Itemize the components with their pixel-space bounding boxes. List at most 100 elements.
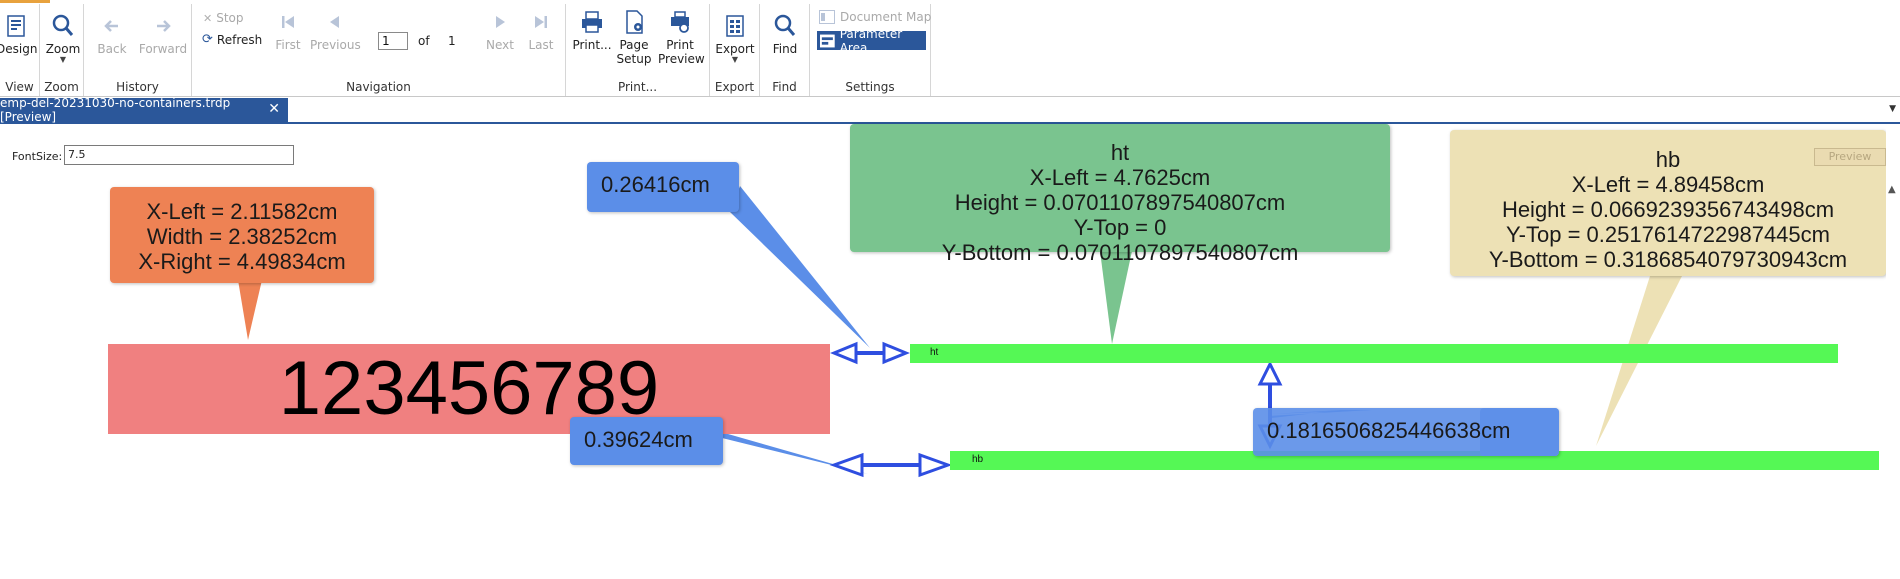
back-button[interactable]: Back (96, 12, 128, 56)
group-history-label: History (116, 80, 159, 94)
hb-bar (950, 451, 1879, 470)
preview-button[interactable]: Preview (1814, 148, 1886, 166)
tab-overflow-icon[interactable]: ▼ (1889, 104, 1896, 114)
page-total: 1 (448, 34, 456, 48)
next-page-button[interactable]: Next (484, 8, 516, 52)
tan-line-5: Y-Bottom = 0.3186854079730943cm (1488, 247, 1848, 272)
group-find: Find Find (760, 4, 810, 96)
ribbon: Design View Zoom ▼ Zoom Back (0, 0, 1900, 97)
stop-button[interactable]: ✕ Stop (203, 11, 244, 25)
ribbon-tab-indicator (0, 0, 50, 3)
vertical-scrollbar[interactable]: ▲ (1886, 126, 1900, 579)
parameter-area-button[interactable]: Parameter Area (817, 27, 926, 55)
green-bubble-tail (1100, 251, 1132, 344)
page-setup-icon (626, 10, 643, 34)
group-view: Design View (0, 4, 40, 96)
ht-bar-label: ht (930, 347, 939, 358)
first-page-icon (282, 16, 294, 28)
last-page-button[interactable]: Last (525, 8, 557, 52)
previous-page-button[interactable]: Previous (310, 8, 361, 52)
stop-label: Stop (216, 11, 244, 25)
tan-line-2: X-Left = 4.89458cm (1571, 172, 1765, 197)
first-label: First (275, 38, 301, 52)
stop-icon: ✕ (203, 11, 213, 25)
next-label: Next (486, 38, 514, 52)
export-button[interactable]: Export ▼ (714, 12, 756, 64)
group-export-label: Export (714, 80, 755, 94)
document-map-icon (819, 10, 835, 24)
zoom-button[interactable]: Zoom ▼ (44, 12, 82, 64)
find-button[interactable]: Find (766, 12, 804, 56)
page-setup-button[interactable]: Page Setup (616, 8, 652, 66)
zoom-label: Zoom (45, 42, 81, 56)
hb-bar-label: hb (972, 454, 984, 465)
group-print-label: Print... (617, 80, 658, 94)
tan-line-4: Y-Top = 0.2517614722987445cm (1506, 222, 1830, 247)
design-label: Design (0, 42, 38, 56)
group-settings-label: Settings (845, 80, 895, 94)
fontsize-label: FontSize: (12, 150, 63, 163)
back-label: Back (97, 42, 127, 56)
parameter-area-label: Parameter Area (839, 26, 903, 55)
next-page-icon (496, 16, 505, 28)
orange-line-2: Width = 2.38252cm (146, 224, 338, 249)
group-navigation: Navigation (192, 4, 566, 96)
refresh-label: Refresh (216, 32, 263, 47)
print-preview-button[interactable]: Print Preview (658, 8, 705, 66)
group-zoom-label: Zoom (44, 80, 79, 94)
last-label: Last (528, 38, 554, 52)
blue-bottom-tail (700, 426, 868, 474)
ht-bar (910, 344, 1838, 363)
group-find-label: Find (772, 80, 797, 94)
export-icon (726, 15, 744, 37)
close-icon[interactable]: ✕ (268, 101, 280, 117)
group-history: Back Forward History (84, 4, 192, 96)
page-number-input[interactable]: 1 (378, 32, 408, 50)
arrow-left-icon (104, 20, 118, 32)
document-tab-title: emp-del-20231030-no-containers.trdp [Pre… (0, 96, 231, 124)
green-line-5: Y-Bottom = 0.0701107897540807cm (941, 240, 1299, 265)
arrow-hb-gap (829, 452, 953, 478)
group-zoom: Zoom ▼ Zoom (40, 4, 84, 96)
group-settings: Settings (810, 4, 931, 96)
parameter-area-icon (820, 34, 835, 47)
refresh-icon: ⟳ (202, 32, 213, 47)
green-line-3: Height = 0.0701107897540807cm (954, 190, 1286, 215)
orange-bubble-tail (238, 280, 262, 340)
document-tab[interactable]: emp-del-20231030-no-containers.trdp [Pre… (0, 96, 288, 124)
green-line-2: X-Left = 4.7625cm (1029, 165, 1211, 190)
scroll-up-icon[interactable]: ▲ (1888, 184, 1896, 195)
green-callout: ht X-Left = 4.7625cm Height = 0.07011078… (850, 124, 1390, 265)
print-button[interactable]: Print... (570, 8, 614, 52)
print-preview-label-1: Print (666, 38, 694, 52)
refresh-button[interactable]: ⟳ Refresh (202, 32, 262, 47)
page-of-label: of (418, 34, 430, 48)
green-line-1: ht (1110, 140, 1130, 165)
forward-button[interactable]: Forward (138, 12, 188, 56)
export-label: Export (715, 42, 755, 56)
print-preview-icon (671, 11, 689, 33)
design-button[interactable]: Design (0, 12, 38, 56)
document-map-button[interactable]: Document Map (819, 10, 931, 24)
previous-page-icon (330, 16, 339, 28)
blue-top-tail (730, 186, 870, 348)
group-export: Export ▼ Export (710, 4, 760, 96)
design-icon (7, 15, 25, 37)
tan-callout: hb X-Left = 4.89458cm Height = 0.0669239… (1450, 130, 1886, 276)
green-line-4: Y-Top = 0 (1073, 215, 1167, 240)
last-page-icon (535, 16, 547, 28)
tan-line-1: hb (1655, 147, 1681, 172)
blue-callout-top: 0.26416cm (587, 162, 739, 212)
fontsize-input[interactable]: 7.5 (64, 145, 294, 165)
first-page-button[interactable]: First (272, 8, 304, 52)
forward-label: Forward (138, 42, 188, 56)
page-setup-label-1: Page (619, 38, 649, 52)
page-setup-label-2: Setup (616, 52, 652, 66)
report-preview-area: FontSize: 7.5 (0, 124, 1900, 579)
blue-callout-right: 0.1816506825446638cm (1253, 408, 1559, 456)
group-view-label: View (5, 80, 34, 94)
document-tab-strip: emp-del-20231030-no-containers.trdp [Pre… (0, 96, 1900, 124)
orange-line-3: X-Right = 4.49834cm (138, 249, 346, 274)
group-print: Print... (566, 4, 710, 96)
printer-icon (582, 11, 602, 33)
